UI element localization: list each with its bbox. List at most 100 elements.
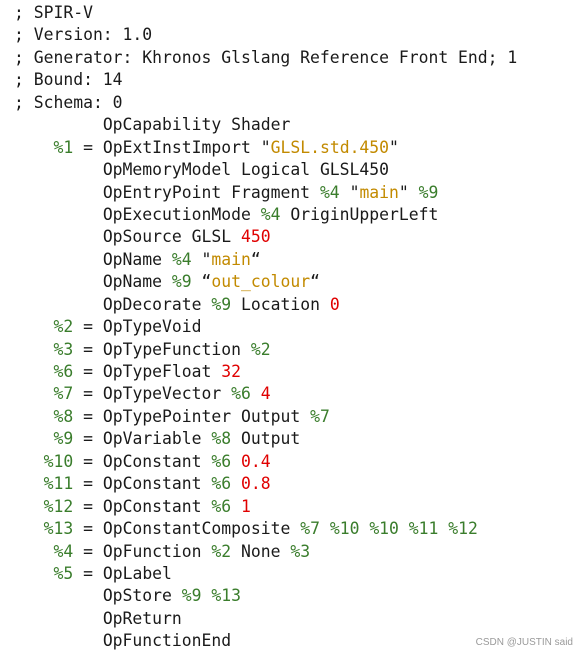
quote-mark: " — [349, 182, 360, 202]
operand-id: %12 — [448, 519, 478, 539]
instruction-line: %2 = OpTypeVoid — [14, 316, 517, 338]
number-literal: 0.4 — [241, 451, 271, 471]
operand-keyword: OriginUpperLeft — [290, 204, 439, 224]
spirv-code-listing: ; SPIR-V ; Version: 1.0; Generator: Khron… — [14, 2, 517, 653]
operand-keyword: Output — [241, 429, 301, 449]
opcode: OpExecutionMode — [102, 204, 251, 224]
assign-operator: = — [73, 384, 103, 404]
number-literal: 0.8 — [241, 474, 271, 494]
operand-keyword: None — [241, 541, 281, 561]
opcode: OpStore — [102, 586, 172, 606]
instruction-line: %11 = OpConstant %6 0.8 — [14, 473, 517, 495]
quote-mark: “ — [250, 249, 261, 269]
operand-id: %2 — [250, 339, 271, 359]
number-literal: 4 — [260, 384, 271, 404]
result-id: %1 — [53, 137, 74, 157]
comment-line: ; Version: 1.0 — [14, 24, 517, 46]
number-literal: 0 — [329, 294, 340, 314]
opcode: OpDecorate — [102, 294, 202, 314]
instruction-line: OpReturn — [14, 608, 517, 630]
opcode: OpTypePointer — [102, 406, 232, 426]
result-id: %2 — [53, 317, 74, 337]
result-id: %5 — [53, 563, 74, 583]
quote-mark: " — [201, 249, 212, 269]
operand-id: %9 — [211, 294, 232, 314]
string-literal: GLSL.std.450 — [270, 137, 390, 157]
opcode: OpLabel — [102, 563, 172, 583]
instruction-line: %1 = OpExtInstImport "GLSL.std.450" — [14, 137, 517, 159]
opcode: OpFunctionEnd — [102, 631, 232, 651]
opcode: OpConstantComposite — [102, 519, 291, 539]
instruction-line: OpSource GLSL 450 — [14, 226, 517, 248]
quote-mark: " — [260, 137, 271, 157]
assign-operator: = — [73, 541, 103, 561]
instruction-line: OpStore %9 %13 — [14, 585, 517, 607]
instruction-line: OpExecutionMode %4 OriginUpperLeft — [14, 204, 517, 226]
comment-text: ; Bound: 14 — [14, 70, 123, 90]
opcode: OpExtInstImport — [102, 137, 251, 157]
operand-id: %11 — [408, 519, 439, 539]
operand-id: %10 — [369, 519, 399, 539]
opcode: OpName — [102, 272, 163, 292]
opcode: OpConstant — [102, 496, 202, 516]
comment-text: ; SPIR-V — [14, 3, 93, 22]
instruction-line: OpName %9 “out_colour“ — [14, 271, 517, 293]
instruction-line: %9 = OpVariable %8 Output — [14, 428, 517, 450]
operand-id: %6 — [211, 451, 232, 471]
result-id: %10 — [43, 451, 74, 471]
operand-keyword: Output — [241, 406, 301, 426]
opcode: OpReturn — [102, 608, 182, 628]
assign-operator: = — [73, 519, 103, 539]
instruction-line: %5 = OpLabel — [14, 563, 517, 585]
operand-keyword: Shader — [231, 115, 291, 135]
assign-operator: = — [73, 496, 103, 516]
quote-mark: “ — [310, 272, 320, 292]
assign-operator: = — [73, 563, 103, 583]
opcode: OpTypeVoid — [102, 317, 202, 337]
assign-operator: = — [73, 339, 103, 359]
operand-keyword: GLSL — [191, 227, 232, 247]
comment-text: ; Generator: Khronos Glslang Reference F… — [14, 47, 518, 67]
assign-operator: = — [73, 137, 103, 157]
instruction-line: OpName %4 "main“ — [14, 249, 517, 271]
opcode: OpSource — [102, 227, 182, 247]
comment-text: ; Schema: 0 — [14, 92, 123, 112]
instruction-line: %12 = OpConstant %6 1 — [14, 496, 517, 518]
operand-id: %9 — [171, 272, 192, 292]
quote-mark: “ — [201, 272, 212, 292]
result-id: %11 — [43, 474, 74, 494]
operand-keyword: Fragment — [231, 182, 311, 202]
quote-mark: " — [398, 182, 409, 202]
opcode: OpName — [102, 249, 163, 269]
operand-id: %7 — [300, 519, 320, 539]
operand-id: %6 — [211, 474, 232, 494]
operand-id: %8 — [211, 429, 232, 449]
result-id: %9 — [53, 429, 74, 449]
string-literal: main — [211, 249, 251, 269]
assign-operator: = — [73, 429, 103, 449]
instruction-line: OpEntryPoint Fragment %4 "main" %9 — [14, 182, 517, 204]
instruction-line: OpMemoryModel Logical GLSL450 — [14, 159, 517, 181]
result-id: %8 — [53, 406, 74, 426]
instruction-line: %4 = OpFunction %2 None %3 — [14, 541, 517, 563]
opcode: OpCapability — [102, 115, 222, 135]
operand-id: %2 — [211, 541, 232, 561]
string-literal: main — [359, 182, 399, 202]
comment-text: ; Version: 1.0 — [14, 25, 153, 45]
opcode: OpMemoryModel — [102, 160, 232, 180]
operand-id: %6 — [211, 496, 232, 516]
assign-operator: = — [73, 451, 103, 471]
opcode: OpTypeVector — [102, 384, 222, 404]
operand-id: %7 — [310, 406, 330, 426]
opcode: OpTypeFloat — [102, 362, 212, 381]
quote-mark: " — [389, 137, 399, 157]
result-id: %7 — [53, 384, 74, 404]
opcode: OpTypeFunction — [102, 339, 241, 359]
assign-operator: = — [73, 317, 103, 337]
operand-id: %4 — [260, 204, 281, 224]
result-id: %12 — [43, 496, 74, 516]
opcode: OpEntryPoint — [102, 182, 222, 202]
operand-keyword: GLSL450 — [319, 160, 390, 180]
assign-operator: = — [73, 362, 103, 381]
comment-line: ; Bound: 14 — [14, 69, 517, 91]
